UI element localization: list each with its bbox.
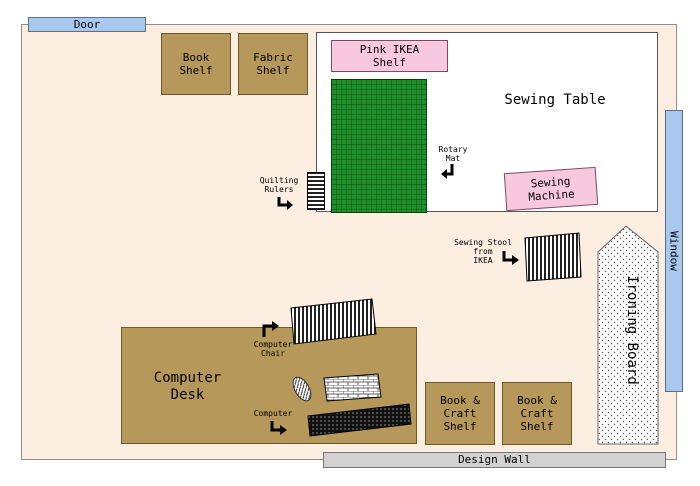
quilting-rulers	[307, 172, 325, 210]
computer	[307, 403, 412, 437]
fabric-shelf-label: Fabric Shelf	[253, 51, 293, 77]
quilting-rulers-arrow-icon	[277, 197, 293, 210]
computer-chair-label: Computer Chair	[253, 340, 293, 358]
computer-chair	[290, 298, 377, 345]
sewing-machine: Sewing Machine	[503, 166, 599, 212]
computer-arrow-icon	[270, 421, 287, 435]
book-craft-shelf-1-label: Book & Craft Shelf	[440, 394, 480, 433]
door: Door	[28, 17, 146, 32]
window-label: Window	[667, 231, 681, 271]
ironing-board	[597, 225, 659, 445]
cutting-mat	[331, 79, 427, 213]
design-wall: Design Wall	[323, 452, 666, 468]
keyboard	[323, 373, 382, 402]
sewing-stool	[524, 232, 582, 282]
ironing-board-label: Ironing Board	[624, 275, 640, 385]
fabric-shelf: Fabric Shelf	[238, 33, 308, 95]
sewing-stool-arrow-icon	[502, 251, 519, 265]
rotary-mat-label: Rotary Mat	[438, 145, 468, 163]
pink-ikea-shelf-label: Pink IKEA Shelf	[359, 43, 420, 69]
book-shelf-label: Book Shelf	[179, 51, 213, 77]
sewing-table-label: Sewing Table	[504, 92, 606, 108]
window: Window	[665, 110, 683, 392]
book-craft-shelf-2: Book & Craft Shelf	[502, 382, 572, 445]
pink-ikea-shelf: Pink IKEA Shelf	[331, 40, 448, 72]
computer-desk-label: Computer Desk	[153, 370, 222, 403]
book-craft-shelf-2-label: Book & Craft Shelf	[517, 394, 557, 433]
sewing-stool-label: Sewing Stool from IKEA	[454, 238, 512, 265]
computer-chair-arrow-icon	[262, 321, 279, 337]
book-shelf: Book Shelf	[161, 33, 231, 95]
quilting-rulers-label: Quilting Rulers	[259, 176, 299, 194]
rotary-mat-arrow-icon	[441, 164, 454, 179]
computer-label: Computer	[253, 409, 293, 418]
sewing-machine-label: Sewing Machine	[527, 174, 576, 204]
mouse	[292, 376, 312, 402]
book-craft-shelf-1: Book & Craft Shelf	[425, 382, 495, 445]
